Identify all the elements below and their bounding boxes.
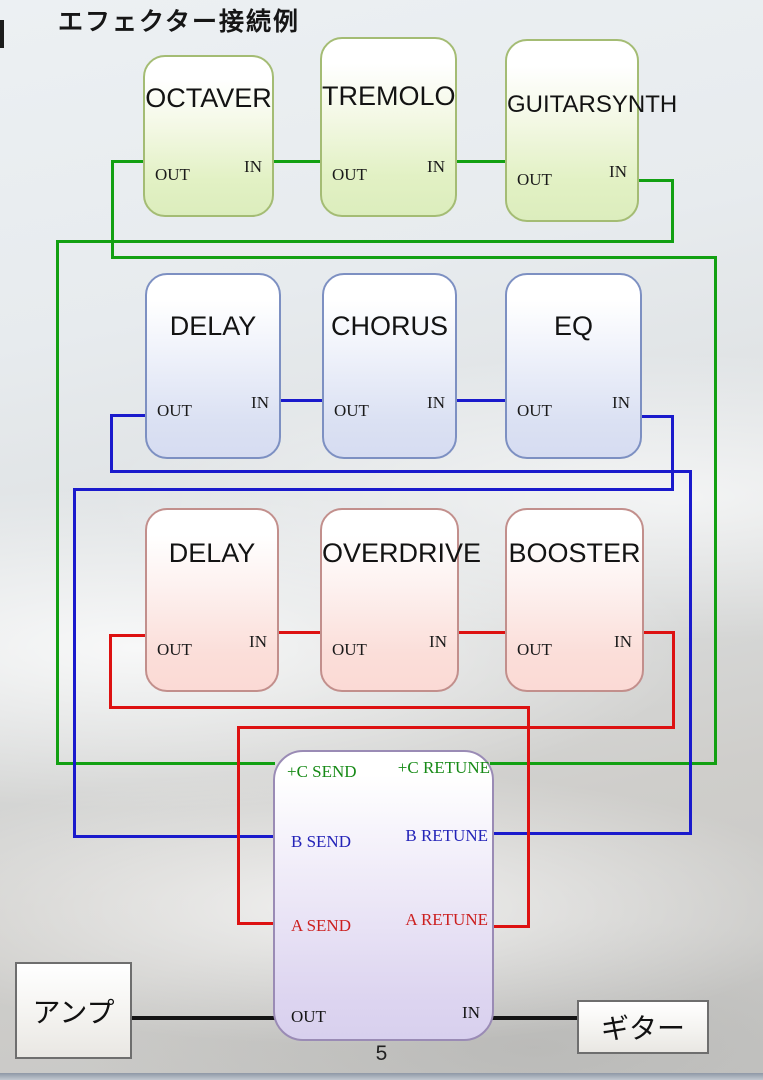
wire-c-send-stub-guitarsynth-in [633, 179, 674, 182]
port-in-label: IN [244, 157, 262, 176]
port-in-label: IN [429, 632, 447, 651]
scan-artifact-mark [0, 20, 4, 48]
guitar-box: ギター [577, 1000, 709, 1054]
wire-b-send-horiz [73, 488, 674, 491]
loop-switcher-box: +C SEND +C RETUNE B SEND B RETUNE A SEND… [273, 750, 494, 1041]
switcher-a-return-label: A RETUNE [405, 910, 488, 929]
wire-a-overdrive-in-booster-out [453, 631, 505, 634]
effect-label: CHORUS [330, 311, 448, 341]
wire-b-return-horiz [110, 470, 692, 473]
wire-a-send-into-switcher [237, 922, 275, 925]
effect-box-octaver: OCTAVER OUT IN [143, 55, 274, 217]
wire-a-return-stub-delay-out [109, 634, 146, 637]
wire-c-octaver-in-tremolo-out [268, 160, 322, 163]
effect-label: OVERDRIVE [322, 538, 482, 568]
wire-b-send-into-switcher [73, 835, 275, 838]
wire-c-send-vert-right [671, 179, 674, 243]
wire-a-return-into-switcher [490, 925, 530, 928]
effect-box-delay-b: DELAY OUT IN [145, 273, 281, 459]
port-in-label: IN [612, 393, 630, 412]
amp-label: アンプ [32, 997, 115, 1029]
switcher-c-return-label: +C RETUNE [397, 758, 490, 777]
wire-a-return-horiz [109, 706, 530, 709]
wire-b-send-vert-left [73, 488, 76, 838]
page-number: 5 [375, 1042, 388, 1065]
effect-box-overdrive: OVERDRIVE OUT IN [320, 508, 482, 692]
wire-b-return-stub-delay-out [110, 414, 146, 417]
wire-b-return-into-switcher [490, 832, 692, 835]
port-out-label: OUT [157, 640, 192, 659]
effect-label: OCTAVER [145, 83, 272, 113]
wire-c-return-horiz [111, 256, 717, 259]
effect-label: EQ [553, 311, 593, 341]
effect-label: DELAY [168, 538, 256, 568]
effect-box-delay-a: DELAY OUT IN [145, 508, 279, 692]
port-out-label: OUT [517, 170, 552, 189]
wire-a-send-horiz [237, 726, 675, 729]
port-out-label: OUT [517, 401, 552, 420]
wire-c-return-vert-left [111, 160, 114, 259]
wire-switcher-in-to-guitar [488, 1016, 578, 1020]
wire-a-send-vert-mid [237, 726, 240, 925]
effect-label: GUITARSYNTH [507, 91, 678, 118]
switcher-c-send-label: +C SEND [287, 762, 357, 781]
port-out-label: OUT [332, 640, 367, 659]
switcher-a-send-label: A SEND [291, 916, 351, 935]
slide-bottom-border [0, 1073, 763, 1080]
wire-a-send-stub-booster-in [638, 631, 675, 634]
guitar-label: ギター [600, 1014, 685, 1045]
wire-a-return-vert-mid [527, 706, 530, 928]
wire-c-send-vert-left [56, 240, 59, 765]
page-title: エフェクター接続例 [58, 8, 301, 36]
wire-amp-to-switcher-out [126, 1016, 275, 1020]
effect-label: DELAY [169, 311, 257, 341]
effect-box-chorus: CHORUS OUT IN [322, 273, 457, 459]
wire-b-return-vert-left [110, 414, 113, 473]
port-out-label: OUT [157, 401, 192, 420]
switcher-b-send-label: B SEND [291, 832, 351, 851]
switcher-out-label: OUT [291, 1007, 326, 1026]
wire-c-return-stub-octaver-out [111, 160, 143, 163]
switcher-b-return-label: B RETUNE [405, 826, 488, 845]
effect-label: BOOSTER [508, 538, 641, 568]
wire-c-send-into-switcher [56, 762, 275, 765]
port-in-label: IN [249, 632, 267, 651]
wire-a-send-vert-right [672, 631, 675, 729]
port-in-label: IN [427, 157, 445, 176]
switcher-in-label: IN [462, 1003, 480, 1022]
wire-b-chorus-in-eq-out [451, 399, 507, 402]
port-out-label: OUT [155, 165, 190, 184]
port-in-label: IN [251, 393, 269, 412]
effect-box-tremolo: TREMOLO OUT IN [320, 37, 457, 217]
wire-b-return-vert-right [689, 470, 692, 835]
port-in-label: IN [427, 393, 445, 412]
wire-b-delay-in-chorus-out [275, 399, 322, 402]
wire-c-return-vert-right [714, 256, 717, 765]
wire-b-send-vert-right [671, 415, 674, 491]
wire-b-send-stub-eq-in [636, 415, 674, 418]
wire-c-return-into-switcher [490, 762, 717, 765]
wire-a-return-vert-left [109, 634, 112, 709]
port-out-label: OUT [332, 165, 367, 184]
port-out-label: OUT [334, 401, 369, 420]
port-in-label: IN [614, 632, 632, 651]
port-in-label: IN [609, 162, 627, 181]
effect-box-guitarsynth: GUITARSYNTH OUT IN [505, 39, 678, 222]
wire-c-tremolo-in-guitarsynth-out [451, 160, 507, 163]
wire-a-delay-in-overdrive-out [273, 631, 320, 634]
effect-box-booster: BOOSTER OUT IN [505, 508, 644, 692]
wire-c-send-horiz [56, 240, 674, 243]
amp-box: アンプ [15, 962, 132, 1059]
effect-box-eq: EQ OUT IN [505, 273, 642, 459]
port-out-label: OUT [517, 640, 552, 659]
effect-label: TREMOLO [322, 81, 456, 111]
